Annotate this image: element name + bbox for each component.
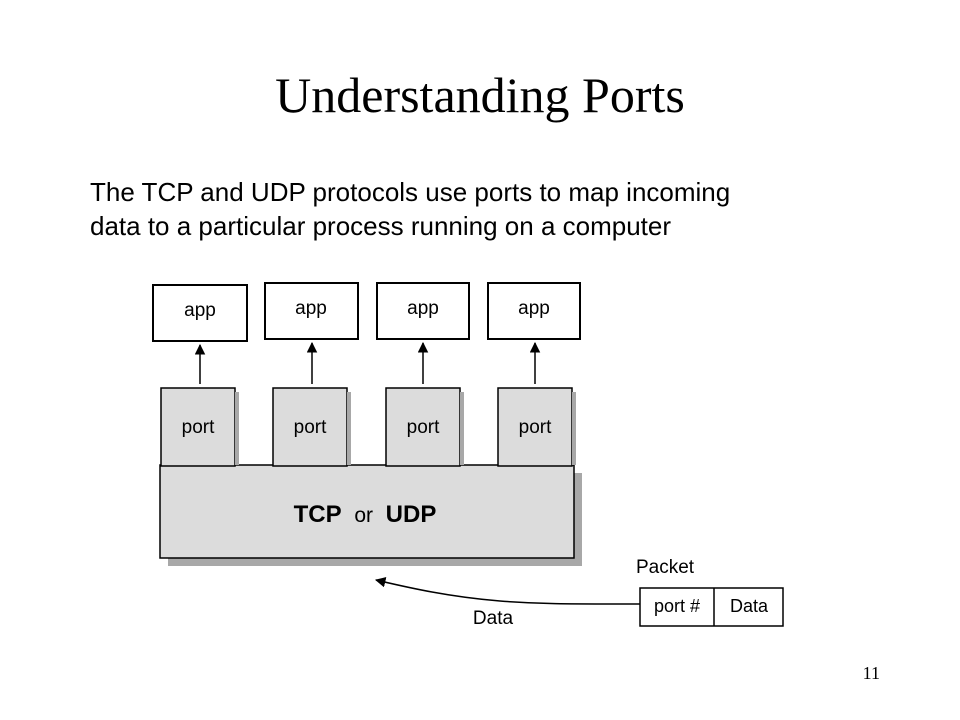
app-label: app — [184, 300, 216, 321]
port-box-shadow — [347, 392, 351, 465]
column-3: app port — [376, 282, 470, 467]
packet-field-data: Data — [730, 596, 769, 616]
column-1: app port — [152, 284, 248, 467]
slide-body-text: The TCP and UDP protocols use ports to m… — [90, 175, 920, 243]
body-line-2: data to a particular process running on … — [90, 211, 672, 241]
port-label: port — [519, 417, 552, 438]
app-box — [487, 282, 581, 340]
port-box — [385, 387, 461, 467]
app-label: app — [295, 298, 327, 319]
port-box-shadow — [460, 392, 464, 465]
or-label: or — [354, 504, 373, 527]
page-number: 11 — [862, 663, 880, 683]
column-2: app port — [264, 282, 359, 467]
udp-label: UDP — [386, 501, 437, 528]
packet: Packet port # Data — [636, 557, 784, 627]
port-label: port — [407, 417, 440, 438]
data-arrow-curve — [374, 577, 641, 605]
packet-title: Packet — [636, 557, 695, 578]
app-box — [264, 282, 359, 340]
port-label: port — [294, 417, 327, 438]
app-box — [376, 282, 470, 340]
app-label: app — [407, 298, 439, 319]
port-box-shadow — [572, 392, 576, 465]
packet-box — [639, 587, 784, 627]
protocol-layer-box — [159, 464, 575, 559]
port-box-shadow — [235, 392, 239, 465]
protocol-layer-label: TCP or UDP — [294, 501, 437, 528]
body-line-1: The TCP and UDP protocols use ports to m… — [90, 177, 731, 207]
data-arrow: Data — [374, 577, 641, 629]
packet-field-port: port # — [654, 596, 700, 616]
port-box — [497, 387, 573, 467]
port-label: port — [182, 417, 215, 438]
tcp-label: TCP — [294, 501, 342, 528]
column-4: app port — [487, 282, 581, 467]
app-label: app — [518, 298, 550, 319]
app-box — [152, 284, 248, 342]
port-box — [160, 387, 236, 467]
protocol-layer: TCP or UDP — [159, 464, 582, 566]
slide-title: Understanding Ports — [275, 67, 685, 123]
data-arrow-label: Data — [473, 608, 514, 629]
